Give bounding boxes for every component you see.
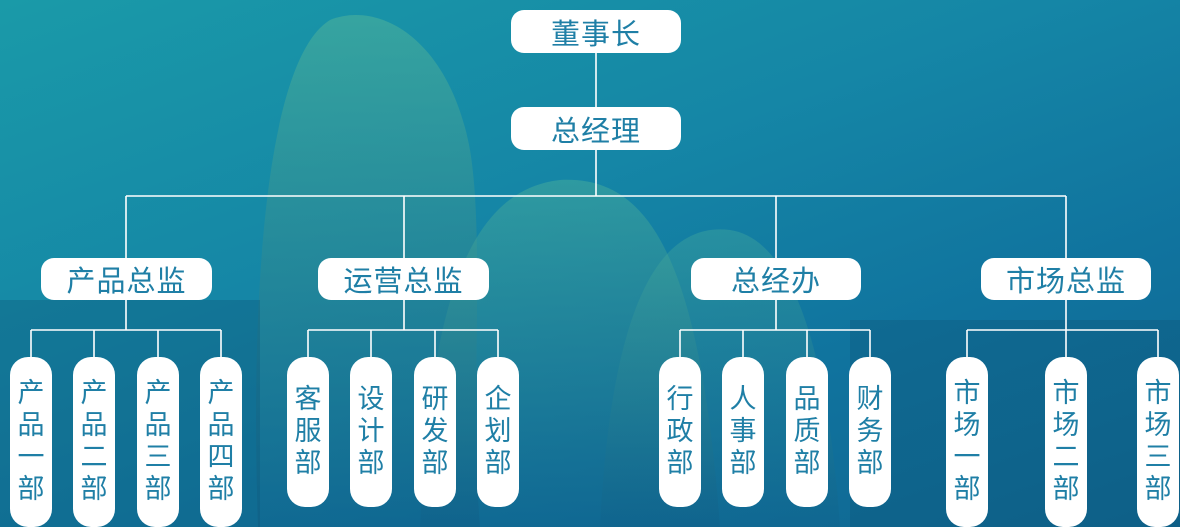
director-label: 运营总监 bbox=[343, 264, 464, 298]
department-label: 人事部 bbox=[729, 384, 757, 479]
department-label: 财务部 bbox=[856, 384, 884, 479]
department-label: 行政部 bbox=[666, 384, 694, 479]
department-label: 市场二部 bbox=[1052, 378, 1080, 505]
department-label: 研发部 bbox=[421, 384, 449, 479]
department-node: 企划部 bbox=[477, 357, 519, 507]
director-label: 市场总监 bbox=[1005, 264, 1126, 298]
department-node: 行政部 bbox=[659, 357, 701, 507]
department-node: 市场一部 bbox=[946, 357, 988, 527]
department-node: 客服部 bbox=[287, 357, 329, 507]
department-node: 设计部 bbox=[350, 357, 392, 507]
director-label: 总经办 bbox=[730, 264, 821, 298]
department-node: 市场二部 bbox=[1045, 357, 1087, 527]
department-label: 客服部 bbox=[294, 384, 322, 479]
department-label: 设计部 bbox=[357, 384, 385, 479]
department-label: 产品四部 bbox=[207, 378, 235, 505]
department-node: 研发部 bbox=[414, 357, 456, 507]
department-node: 财务部 bbox=[849, 357, 891, 507]
general-manager-label: 总经理 bbox=[550, 113, 641, 148]
department-node: 产品四部 bbox=[200, 357, 242, 527]
department-label: 产品一部 bbox=[17, 378, 45, 505]
department-node: 品质部 bbox=[786, 357, 828, 507]
director-label: 产品总监 bbox=[66, 264, 187, 298]
director-node-operations: 运营总监 bbox=[318, 258, 489, 300]
department-label: 市场一部 bbox=[953, 378, 981, 505]
director-node-product: 产品总监 bbox=[41, 258, 212, 300]
department-label: 市场三部 bbox=[1144, 378, 1172, 505]
department-node: 人事部 bbox=[722, 357, 764, 507]
department-label: 产品三部 bbox=[144, 378, 172, 505]
department-node: 产品一部 bbox=[10, 357, 52, 527]
director-node-marketing: 市场总监 bbox=[981, 258, 1151, 300]
department-label: 产品二部 bbox=[80, 378, 108, 505]
department-node: 产品二部 bbox=[73, 357, 115, 527]
director-node-gm-office: 总经办 bbox=[691, 258, 861, 300]
department-label: 品质部 bbox=[793, 384, 821, 479]
chairman-label: 董事长 bbox=[550, 16, 641, 51]
chairman-node: 董事长 bbox=[511, 10, 681, 53]
department-node: 市场三部 bbox=[1137, 357, 1179, 527]
department-node: 产品三部 bbox=[137, 357, 179, 527]
general-manager-node: 总经理 bbox=[511, 107, 681, 150]
department-label: 企划部 bbox=[484, 384, 512, 479]
